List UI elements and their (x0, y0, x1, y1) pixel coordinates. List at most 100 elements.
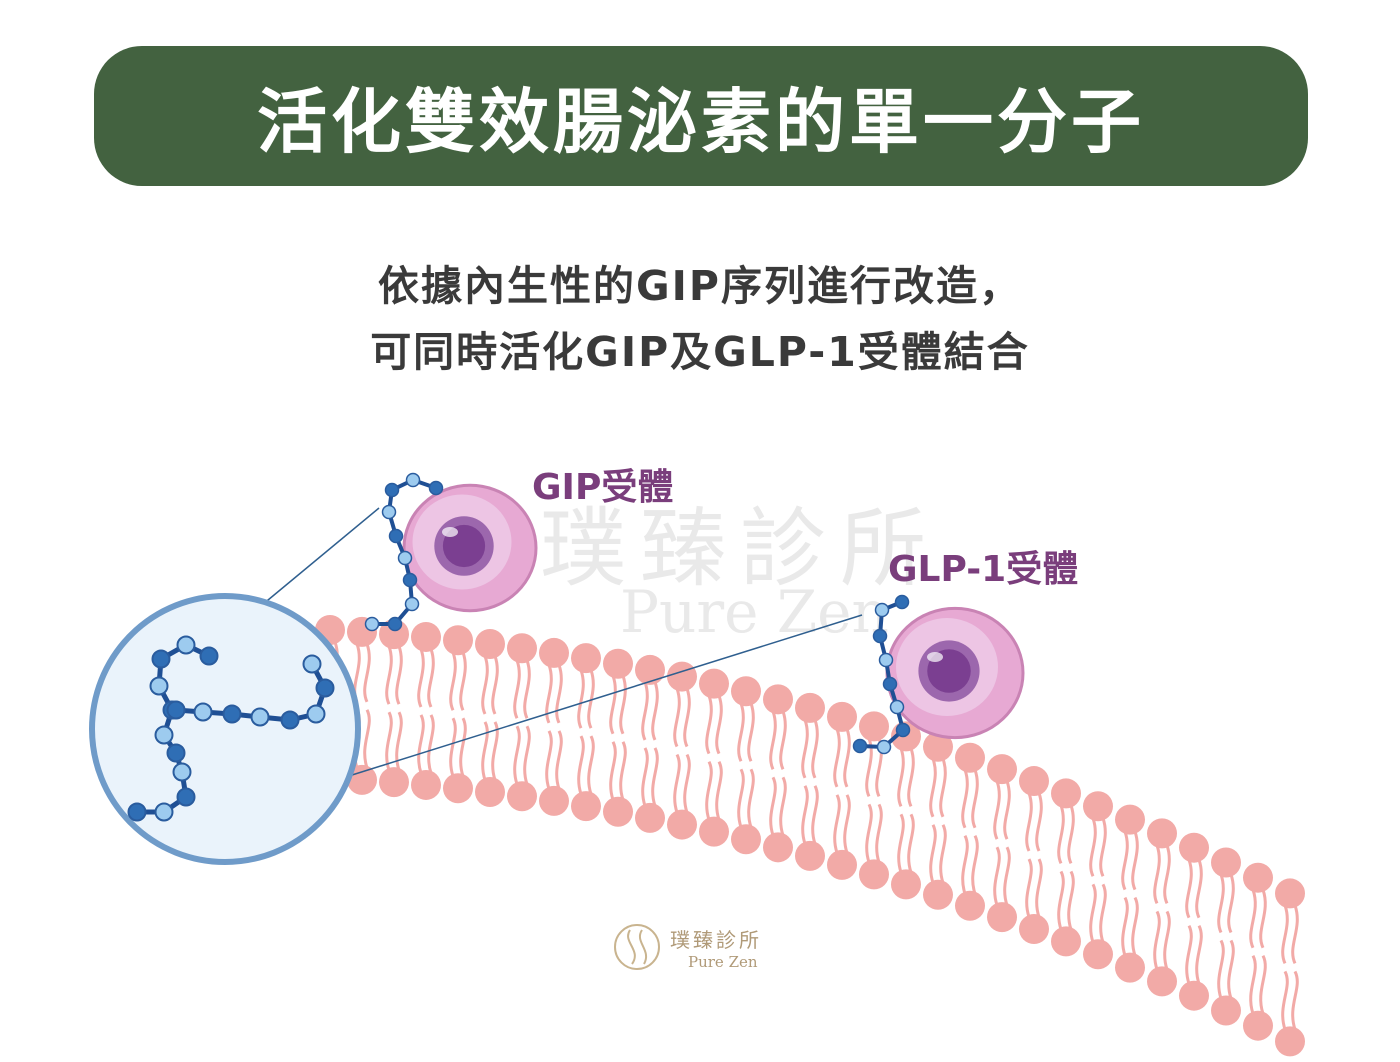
lipid-tail (865, 737, 873, 863)
lipid-tail (1153, 844, 1161, 970)
lipid-tail (577, 669, 585, 795)
amino-acid (199, 646, 219, 666)
lipid-head-upper (1243, 862, 1273, 893)
lipid-head-lower (1211, 995, 1241, 1026)
cell-highlight (442, 527, 458, 537)
lipid-tail (385, 645, 393, 771)
amino-acid (388, 528, 404, 544)
lipid-tail (587, 669, 595, 795)
lipid-head-upper (1179, 832, 1209, 863)
lipid-head-upper (1051, 778, 1081, 809)
lipid-tail (641, 681, 649, 807)
lipid-tail (1089, 817, 1097, 943)
lipid-tail (1057, 804, 1065, 930)
lipid-tail (1291, 904, 1299, 1030)
glp1-receptor-label: GLP-1受體 (888, 549, 1079, 590)
amino-acid (176, 635, 196, 655)
lipid-tail (1163, 844, 1171, 970)
lipid-tail (555, 664, 563, 790)
lipid-head-lower (1083, 939, 1113, 970)
title-banner: 活化雙效腸泌素的單一分子 (94, 46, 1308, 186)
lipid-tail (971, 769, 979, 895)
lipid-head-upper (955, 742, 985, 773)
lipid-tail (1131, 831, 1139, 957)
lipid-tail (875, 737, 883, 863)
amino-acid (280, 710, 300, 730)
amino-acid (895, 722, 911, 738)
lipid-tail (427, 648, 435, 774)
lipid-head-lower (763, 832, 793, 863)
lipid-tail (929, 758, 937, 884)
amino-acid (397, 550, 413, 566)
lipid-tail (1025, 792, 1033, 918)
lipid-head-upper (859, 711, 889, 742)
lipid-head-lower (923, 879, 953, 910)
lipid-tail (481, 655, 489, 781)
amino-acid (172, 762, 192, 782)
lipid-head-upper (1147, 818, 1177, 849)
gip-receptor-label: GIP受體 (532, 467, 674, 508)
lipid-tail (459, 651, 467, 777)
lipid-tail (993, 780, 1001, 906)
lipid-head-lower (347, 764, 377, 795)
logo-emblem-icon (614, 924, 660, 970)
lipid-head-upper (763, 684, 793, 715)
amino-acid (364, 616, 380, 632)
amino-acid (154, 802, 174, 822)
peptide-backbone (372, 477, 437, 626)
amino-acid (876, 739, 892, 755)
lipid-tail (545, 664, 553, 790)
lipid-head-upper (667, 661, 697, 692)
lipid-head-upper (987, 754, 1017, 785)
lipid-head-lower (571, 791, 601, 822)
lipid-head-lower (1115, 952, 1145, 983)
lipid-head-upper (603, 648, 633, 679)
lipid-head-lower (827, 849, 857, 880)
lipid-tail (939, 758, 947, 884)
lipid-tail (1099, 817, 1107, 943)
amino-acid (894, 594, 910, 610)
lipid-head-lower (507, 781, 537, 812)
lipid-head-upper (571, 643, 601, 674)
lipid-tail (363, 643, 371, 769)
lipid-head-upper (731, 676, 761, 707)
lipid-tail (609, 675, 617, 801)
lipid-tail (523, 659, 531, 785)
lipid-head-lower (859, 859, 889, 890)
logo-name-chinese: 璞臻診所 (670, 927, 762, 952)
amino-acid (306, 704, 326, 724)
lipid-head-lower (955, 890, 985, 921)
lipid-head-upper (923, 731, 953, 762)
amino-acid (874, 602, 890, 618)
lipid-head-upper (1083, 791, 1113, 822)
lipid-head-upper (827, 701, 857, 732)
watermark-chinese: 璞臻診所 (540, 499, 940, 599)
amino-acid (250, 707, 270, 727)
lipid-tail (737, 702, 745, 828)
amino-acid (149, 676, 169, 696)
amino-acid (872, 628, 888, 644)
lipid-head-lower (1019, 914, 1049, 945)
lipid-tail (1259, 889, 1267, 1015)
amino-acid (176, 787, 196, 807)
amino-acid (882, 676, 898, 692)
lipid-tail (747, 702, 755, 828)
logo-name-english: Pure Zen (688, 952, 758, 971)
amino-acid (404, 596, 420, 612)
lipid-head-upper (699, 668, 729, 699)
amino-acid (387, 616, 403, 632)
amino-acid (384, 482, 400, 498)
lipid-head-lower (379, 767, 409, 798)
lipid-head-lower (539, 785, 569, 816)
lipid-tail (779, 710, 787, 836)
lipid-head-upper (1115, 804, 1145, 835)
lipid-tail (961, 769, 969, 895)
lipid-head-lower (1147, 966, 1177, 997)
amino-acid (154, 725, 174, 745)
subtitle-line-2: 可同時活化GIP及GLP-1受體結合 (370, 328, 1030, 376)
callout-line-upper (261, 507, 380, 606)
lipid-tail (1195, 859, 1203, 985)
lipid-head-lower (411, 769, 441, 800)
lipid-tail (651, 681, 659, 807)
cell-highlight (927, 652, 943, 662)
